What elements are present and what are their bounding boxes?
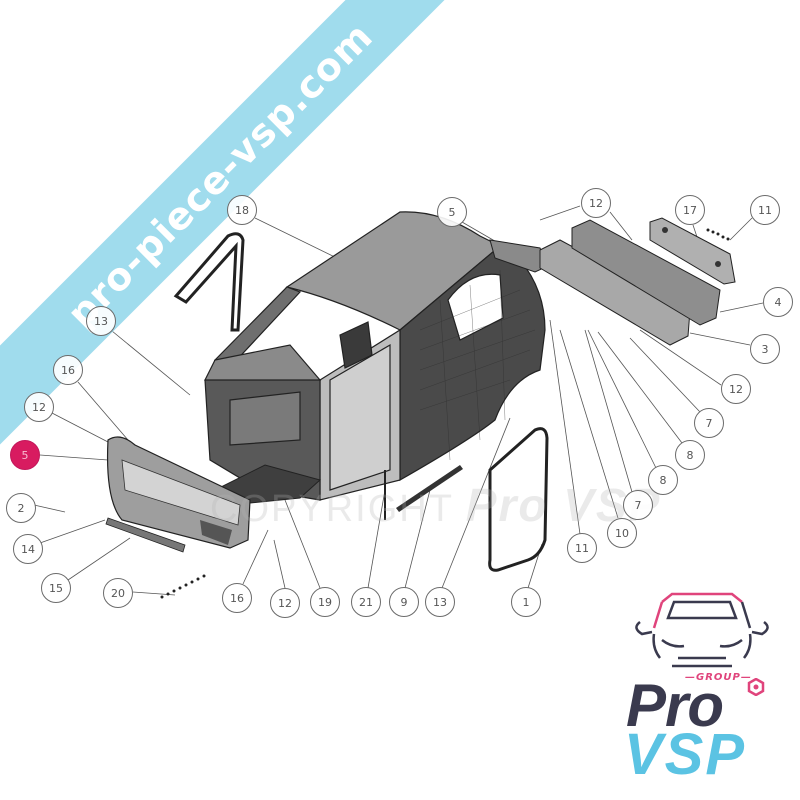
callout-9[interactable]: 9 [389, 587, 419, 617]
callout-16[interactable]: 16 [222, 583, 252, 613]
callout-21[interactable]: 21 [351, 587, 381, 617]
callout-15[interactable]: 15 [41, 573, 71, 603]
callout-7[interactable]: 7 [623, 490, 653, 520]
callout-10[interactable]: 10 [607, 518, 637, 548]
callout-18[interactable]: 18 [227, 195, 257, 225]
highlighted-callout[interactable]: 5 [10, 440, 40, 470]
hex-nut-icon [747, 678, 765, 696]
callout-14[interactable]: 14 [13, 534, 43, 564]
callout-19[interactable]: 19 [310, 587, 340, 617]
logo-vsp-text: VSP [624, 722, 747, 787]
callout-4[interactable]: 4 [763, 287, 793, 317]
callout-5[interactable]: 5 [437, 197, 467, 227]
callout-7[interactable]: 7 [694, 408, 724, 438]
logo-pro-text: Pro [626, 672, 724, 739]
callout-11[interactable]: 11 [567, 533, 597, 563]
watermark-prefix: COPYRIGHT [210, 488, 454, 530]
callout-12[interactable]: 12 [24, 392, 54, 422]
logo-group-label: —GROUP— [685, 672, 752, 683]
callout-20[interactable]: 20 [103, 578, 133, 608]
callout-11[interactable]: 11 [750, 195, 780, 225]
car-outline-icon [635, 592, 769, 668]
callout-3[interactable]: 3 [750, 334, 780, 364]
callout-13[interactable]: 13 [86, 306, 116, 336]
callout-12[interactable]: 12 [270, 588, 300, 618]
callout-17[interactable]: 17 [675, 195, 705, 225]
callout-8[interactable]: 8 [675, 440, 705, 470]
callout-8[interactable]: 8 [648, 465, 678, 495]
callout-16[interactable]: 16 [53, 355, 83, 385]
callout-13[interactable]: 13 [425, 587, 455, 617]
callout-1[interactable]: 1 [511, 587, 541, 617]
callout-2[interactable]: 2 [6, 493, 36, 523]
pro-vsp-logo: —GROUP— Pro VSP [612, 588, 792, 788]
callout-12[interactable]: 12 [721, 374, 751, 404]
copyright-watermark: COPYRIGHT Pro VSP [210, 478, 661, 532]
callout-12[interactable]: 12 [581, 188, 611, 218]
